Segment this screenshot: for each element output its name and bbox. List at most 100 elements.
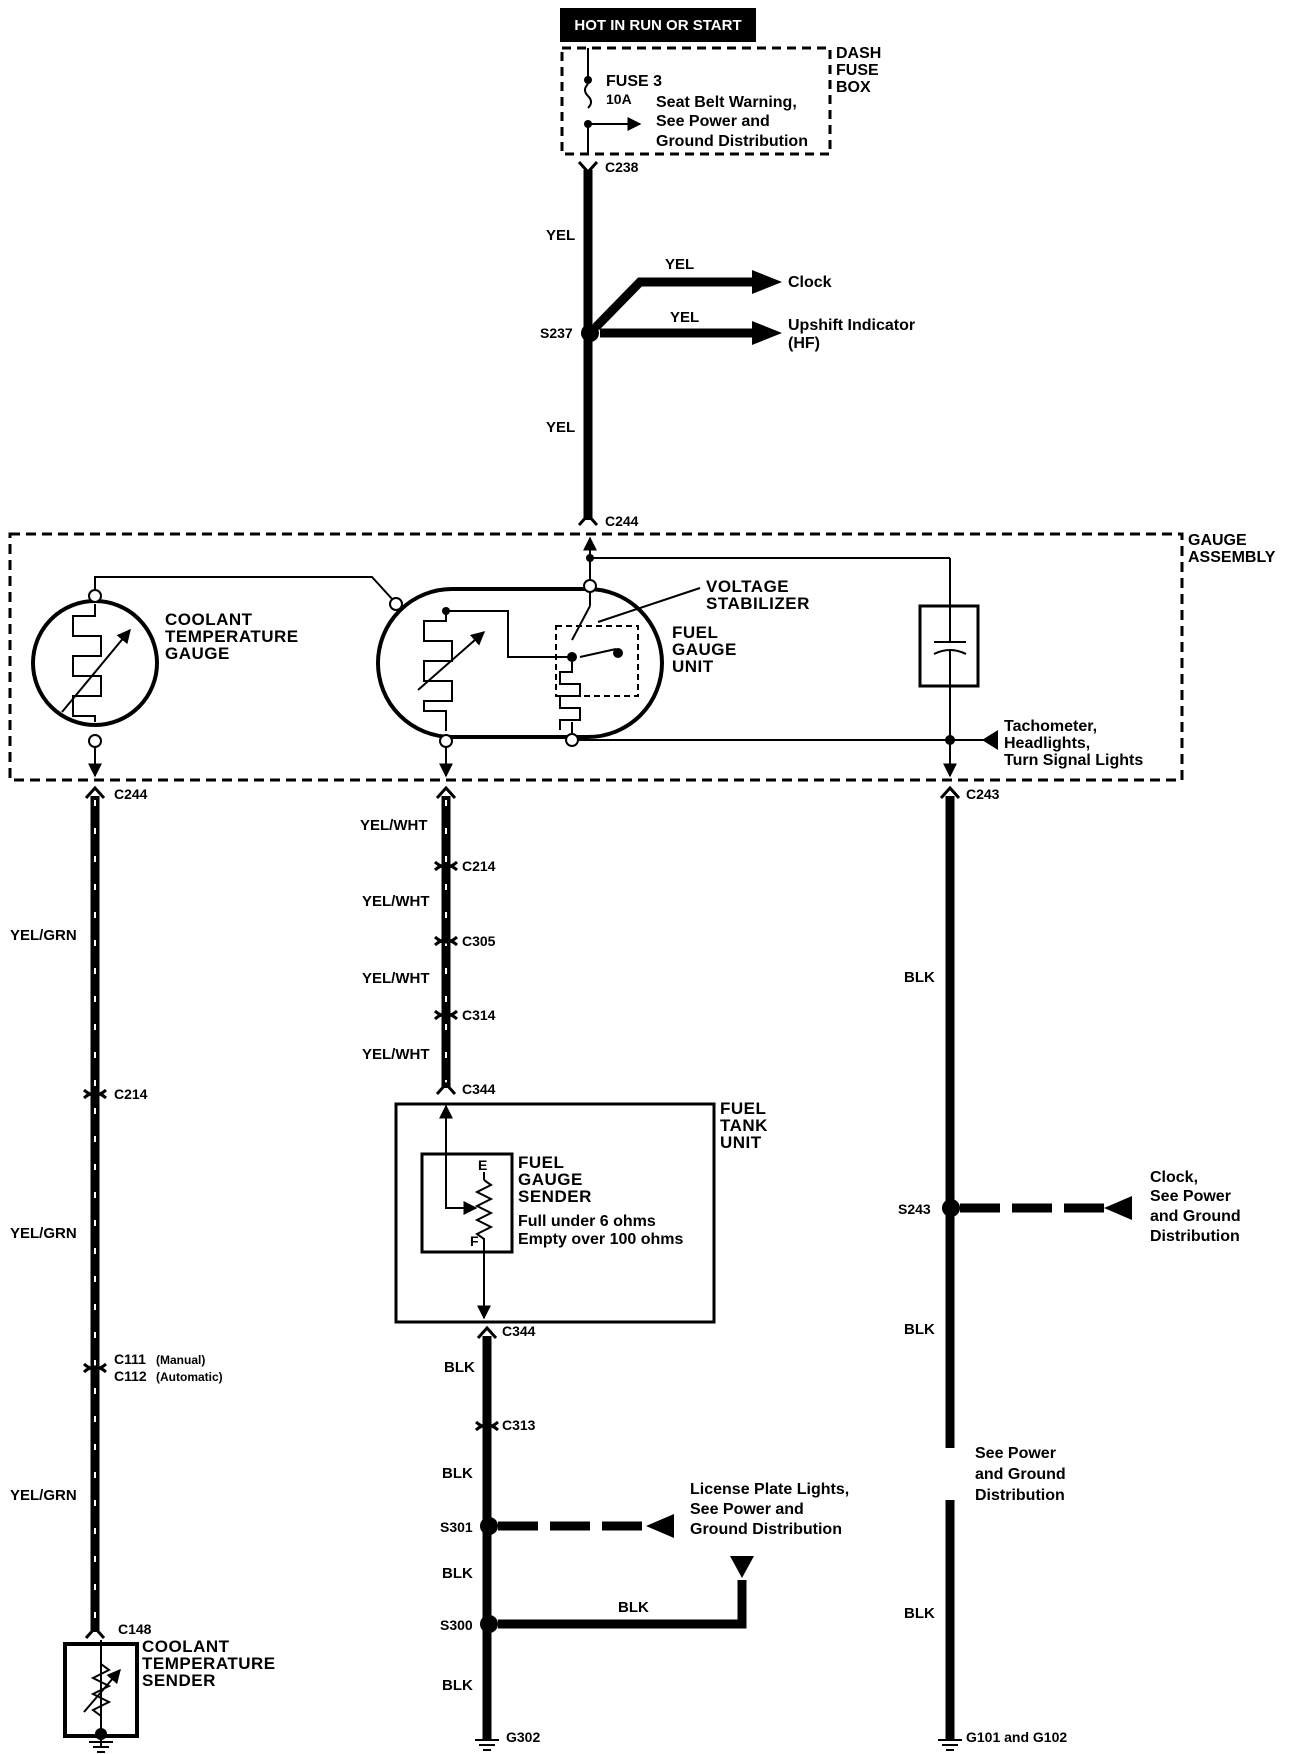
fuel-gauge-unit-label-2: GAUGE: [672, 640, 737, 659]
coolant-gauge-top-wire: [94, 576, 394, 601]
yel-label-1: YEL: [546, 227, 575, 244]
s301-splice: [480, 1517, 498, 1535]
clock-pg-label-1: Clock,: [1150, 1169, 1198, 1186]
stabilizer-leader: [597, 587, 701, 623]
s300-arrow: [730, 1556, 754, 1578]
coolant-gauge-label-1: COOLANT: [165, 610, 253, 629]
license-label-1: License Plate Lights,: [690, 1481, 849, 1498]
license-arrow: [646, 1514, 674, 1538]
fuel-gauge-unit-label-3: UNIT: [672, 657, 714, 676]
tach-label-2: Headlights,: [1004, 735, 1090, 752]
c112-label: C112: [114, 1368, 147, 1384]
s237-label: S237: [540, 325, 573, 341]
c244-mid-connector: [435, 785, 457, 800]
yel-wht-label-3: YEL/WHT: [362, 970, 430, 987]
yel-upshift-label: YEL: [670, 309, 699, 326]
clock-arrow: [752, 270, 782, 294]
see-pg-label-3: Distribution: [975, 1487, 1065, 1504]
hot-in-run-header: HOT IN RUN OR START: [574, 17, 741, 34]
fuel-sender-spec-1: Full under 6 ohms: [518, 1213, 656, 1230]
c112-note: (Automatic): [156, 1370, 223, 1384]
fuel-sender-resistor: [474, 1179, 494, 1240]
yel-wht-label-4: YEL/WHT: [362, 1046, 430, 1063]
stabilizer-switch-arm: [579, 648, 617, 658]
fuel-gauge-coil: [423, 611, 453, 731]
dash-fuse-box-label-3: BOX: [836, 79, 871, 96]
coolant-gauge-terminal-top: [88, 589, 102, 603]
coolant-sender-label-3: SENDER: [142, 1671, 216, 1690]
coolant-gauge-label-3: GAUGE: [165, 644, 230, 663]
fuel-sender-label-2: GAUGE: [518, 1170, 583, 1189]
clock-label: Clock: [788, 274, 832, 291]
s300-label: S300: [440, 1617, 473, 1633]
see-pg-label-2: and Ground: [975, 1466, 1066, 1483]
c344-top-connector: [435, 1081, 457, 1096]
fuel-tank-label-3: UNIT: [720, 1133, 762, 1152]
stabilizer-dashed-box: [555, 625, 639, 697]
yel-to-clock: [592, 277, 756, 331]
c344-top-label: C344: [462, 1081, 496, 1097]
coolant-gauge-terminal-bottom: [88, 734, 102, 748]
gauge-assembly-label-2: ASSEMBLY: [1188, 549, 1276, 566]
c314-label: C314: [462, 1007, 496, 1023]
coolant-gauge-needle: [61, 628, 131, 713]
fuel-sender-spec-2: Empty over 100 ohms: [518, 1231, 684, 1248]
yel-clock-label: YEL: [665, 256, 694, 273]
fuel-sender-label-3: SENDER: [518, 1187, 592, 1206]
fuel-gauge-unit-body: [376, 587, 664, 739]
fuse-name: FUSE 3: [606, 73, 662, 90]
s300-branch: [498, 1580, 747, 1629]
fuse-symbol: [584, 83, 592, 109]
coolant-gauge-label-2: TEMPERATURE: [165, 627, 299, 646]
fuse-branch-2: See Power and: [656, 113, 770, 130]
s237-splice: [581, 324, 599, 342]
blk-right-label-3: BLK: [904, 1605, 935, 1622]
coolant-gauge-circle: [31, 599, 159, 727]
fuse-branch-1: Seat Belt Warning,: [656, 94, 797, 111]
c238-label: C238: [605, 159, 639, 175]
c111-label: C111: [114, 1351, 146, 1367]
blk-mid-label-4: BLK: [442, 1677, 473, 1694]
fuel-gauge-to-stabilizer: [446, 610, 572, 658]
c243-connector: [939, 785, 961, 800]
coolant-sender-resistor: [90, 1663, 112, 1717]
fuel-sender-wiper: [445, 1124, 478, 1215]
fuel-gauge-needle: [417, 631, 486, 691]
dash-fuse-box-label-1: DASH: [836, 45, 881, 62]
s243-label: S243: [898, 1201, 931, 1217]
fuel-tank-label-1: FUEL: [720, 1099, 766, 1118]
fuse-terminal-top: [584, 76, 592, 84]
blk-mid-label-1: BLK: [444, 1359, 475, 1376]
stabilizer-contact-node: [567, 652, 577, 662]
c244-left-connector: [84, 785, 106, 800]
upshift-label-2: (HF): [788, 335, 820, 352]
fuel-tank-unit-box: [394, 1102, 716, 1324]
c243-label: C243: [966, 786, 1000, 802]
g302-label: G302: [506, 1729, 540, 1745]
c214-mid-label: C214: [462, 858, 496, 874]
c244-left-label: C244: [114, 786, 148, 802]
c305-label: C305: [462, 933, 496, 949]
s300-blk-label: BLK: [618, 1599, 649, 1616]
clock-pg-arrow: [1104, 1196, 1132, 1220]
coolant-sender-label-2: TEMPERATURE: [142, 1654, 276, 1673]
fuel-sender-box: [420, 1152, 514, 1254]
c111-note: (Manual): [156, 1353, 205, 1367]
see-pg-label-1: See Power: [975, 1445, 1056, 1462]
coolant-sender-ground-node: [95, 1728, 107, 1740]
stabilizer-terminal-bottom: [565, 733, 579, 747]
fuel-sender-label-1: FUEL: [518, 1153, 564, 1172]
clock-pg-label-3: and Ground: [1150, 1208, 1241, 1225]
dash-fuse-box: [560, 46, 832, 156]
fuel-gauge-unit-label-1: FUEL: [672, 623, 718, 642]
c244-top-connector: [577, 512, 599, 527]
upshift-arrow: [752, 321, 782, 345]
yel-grn-label-2: YEL/GRN: [10, 1225, 77, 1242]
c344-bottom-connector: [476, 1325, 498, 1340]
c148-connector: [84, 1625, 106, 1640]
gauge-assembly-label-1: GAUGE: [1188, 532, 1247, 549]
fuel-tank-label-2: TANK: [720, 1116, 768, 1135]
fuse-rating: 10A: [606, 91, 632, 107]
c314-connector: [433, 1009, 459, 1021]
